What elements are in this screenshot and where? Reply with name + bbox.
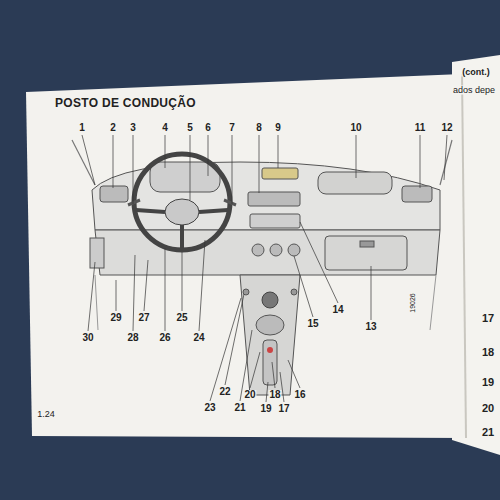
callout-number: 5 [186,123,194,133]
wheel-spoke [199,210,228,212]
callout-number: 1 [78,123,86,133]
control-knob [252,244,264,256]
instrument-cluster [150,162,220,192]
callout-number: 28 [126,333,139,343]
wheel-spoke [136,210,165,212]
callout-number: 14 [331,305,344,315]
passenger-airbag [318,172,392,194]
callout-number: 7 [228,123,236,133]
air-vent [402,186,432,202]
callout-number: 8 [255,123,263,133]
handbrake [263,340,277,385]
page-text: 18 [481,347,495,358]
callout-number: 27 [137,313,150,323]
callout-number: 11 [414,123,427,133]
stalk [224,200,236,205]
callout-number: 24 [192,333,205,343]
radio [250,214,300,228]
callout-number: 15 [306,319,319,329]
glovebox-handle [360,241,374,247]
air-vent [100,186,128,202]
stalk [128,200,140,205]
fuse-cover [90,238,104,268]
callout-number: 4 [161,123,169,133]
callout-number: 23 [203,403,216,413]
door-line [95,275,98,330]
pillar-line [72,140,95,185]
page-fold [462,74,466,438]
handbrake-button [267,347,273,353]
wheel-spoke [180,225,184,250]
callout-number: 20 [243,390,256,400]
glovebox [325,236,407,270]
switch [291,289,297,295]
page-text: 20 [481,403,495,414]
callout-number: 13 [364,322,377,332]
page-text: 21 [481,427,495,438]
callout-number: 29 [109,313,122,323]
page-text: 17 [481,313,495,324]
page-text: (cont.) [461,68,491,77]
central-vents [248,192,300,206]
control-knob [288,244,300,256]
gear-knob [262,292,278,308]
callout-number: 22 [218,387,231,397]
callout-number: 2 [109,123,117,133]
callout-number: 30 [81,333,94,343]
control-knob [270,244,282,256]
center-console [240,275,300,395]
callout-number: 16 [293,390,306,400]
callout-number: 25 [175,313,188,323]
page-title: POSTO DE CONDUÇÃO [55,97,196,109]
door-line [430,275,436,330]
page-text: 1.24 [36,410,56,419]
callout-number: 12 [440,123,453,133]
leader-lines [82,135,447,402]
clock-display [262,168,298,179]
gear-boot [256,315,284,335]
callout-number: 19 [259,404,272,414]
callout-number: 6 [204,123,212,133]
callout-number: 26 [158,333,171,343]
steering-wheel [134,154,230,250]
page-text: 19 [481,377,495,388]
callout-number: 10 [349,123,362,133]
left-page [26,74,466,438]
callout-number: 17 [277,404,290,414]
callout-number: 9 [274,123,282,133]
steering-hub [165,199,199,225]
callout-number: 18 [268,390,281,400]
callout-number: 21 [233,403,246,413]
page-text: 19026 [409,292,416,313]
page-text: ados depe [452,86,496,95]
callout-number: 3 [129,123,137,133]
